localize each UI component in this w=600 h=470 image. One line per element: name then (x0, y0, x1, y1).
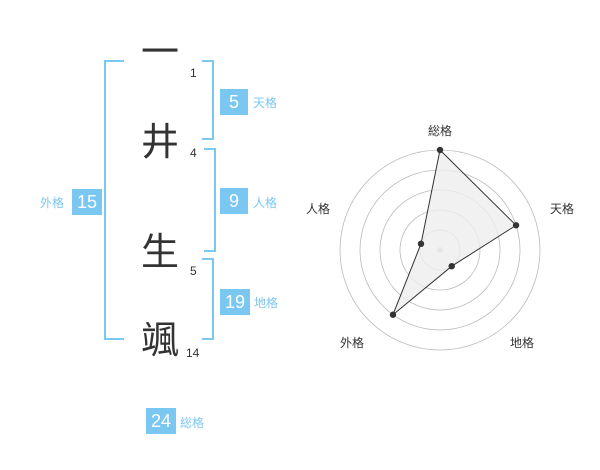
radar-point-0 (436, 146, 444, 154)
radar-point-1 (512, 222, 520, 229)
stroke-count-1: 1 (190, 66, 197, 80)
kanji-4: 颯 (140, 318, 179, 362)
radar-point-2 (448, 262, 455, 270)
kanji-1: 一 (140, 30, 179, 74)
gaikaku-label: 外格 (40, 196, 65, 210)
radar-axis-label-soukaku: 総格 (428, 124, 453, 138)
stroke-count-2: 4 (190, 146, 197, 160)
radar-axis-label-jinkaku: 人格 (306, 202, 331, 216)
radar-axis-label-tenkaku: 天格 (550, 202, 575, 216)
chikaku-bracket (202, 258, 214, 340)
radar-chart (339, 146, 541, 351)
chikaku-badge: 19 (220, 289, 250, 315)
radar-axis-label-gaikaku: 外格 (340, 336, 365, 350)
radar-point-3 (389, 311, 397, 318)
kanji-2: 井 (140, 120, 179, 164)
jinkaku-badge: 9 (220, 188, 248, 214)
radar-axis-label-chikaku: 地格 (510, 336, 535, 350)
stroke-count-4: 14 (186, 346, 200, 360)
stroke-count-3: 5 (190, 264, 197, 278)
gaikaku-badge: 15 (72, 189, 102, 215)
radar-series-polygon (392, 148, 517, 316)
chikaku-label: 地格 (254, 296, 279, 310)
jinkaku-bracket (204, 148, 216, 252)
gaikaku-bracket (104, 60, 124, 340)
tenkaku-badge: 5 (220, 89, 248, 115)
soukaku-label: 総格 (180, 416, 205, 430)
tenkaku-label: 天格 (253, 96, 278, 110)
soukaku-badge: 24 (146, 408, 176, 434)
kanji-3: 生 (140, 230, 179, 274)
tenkaku-bracket (202, 60, 214, 140)
radar-point-4 (417, 240, 425, 248)
jinkaku-label: 人格 (253, 196, 278, 210)
